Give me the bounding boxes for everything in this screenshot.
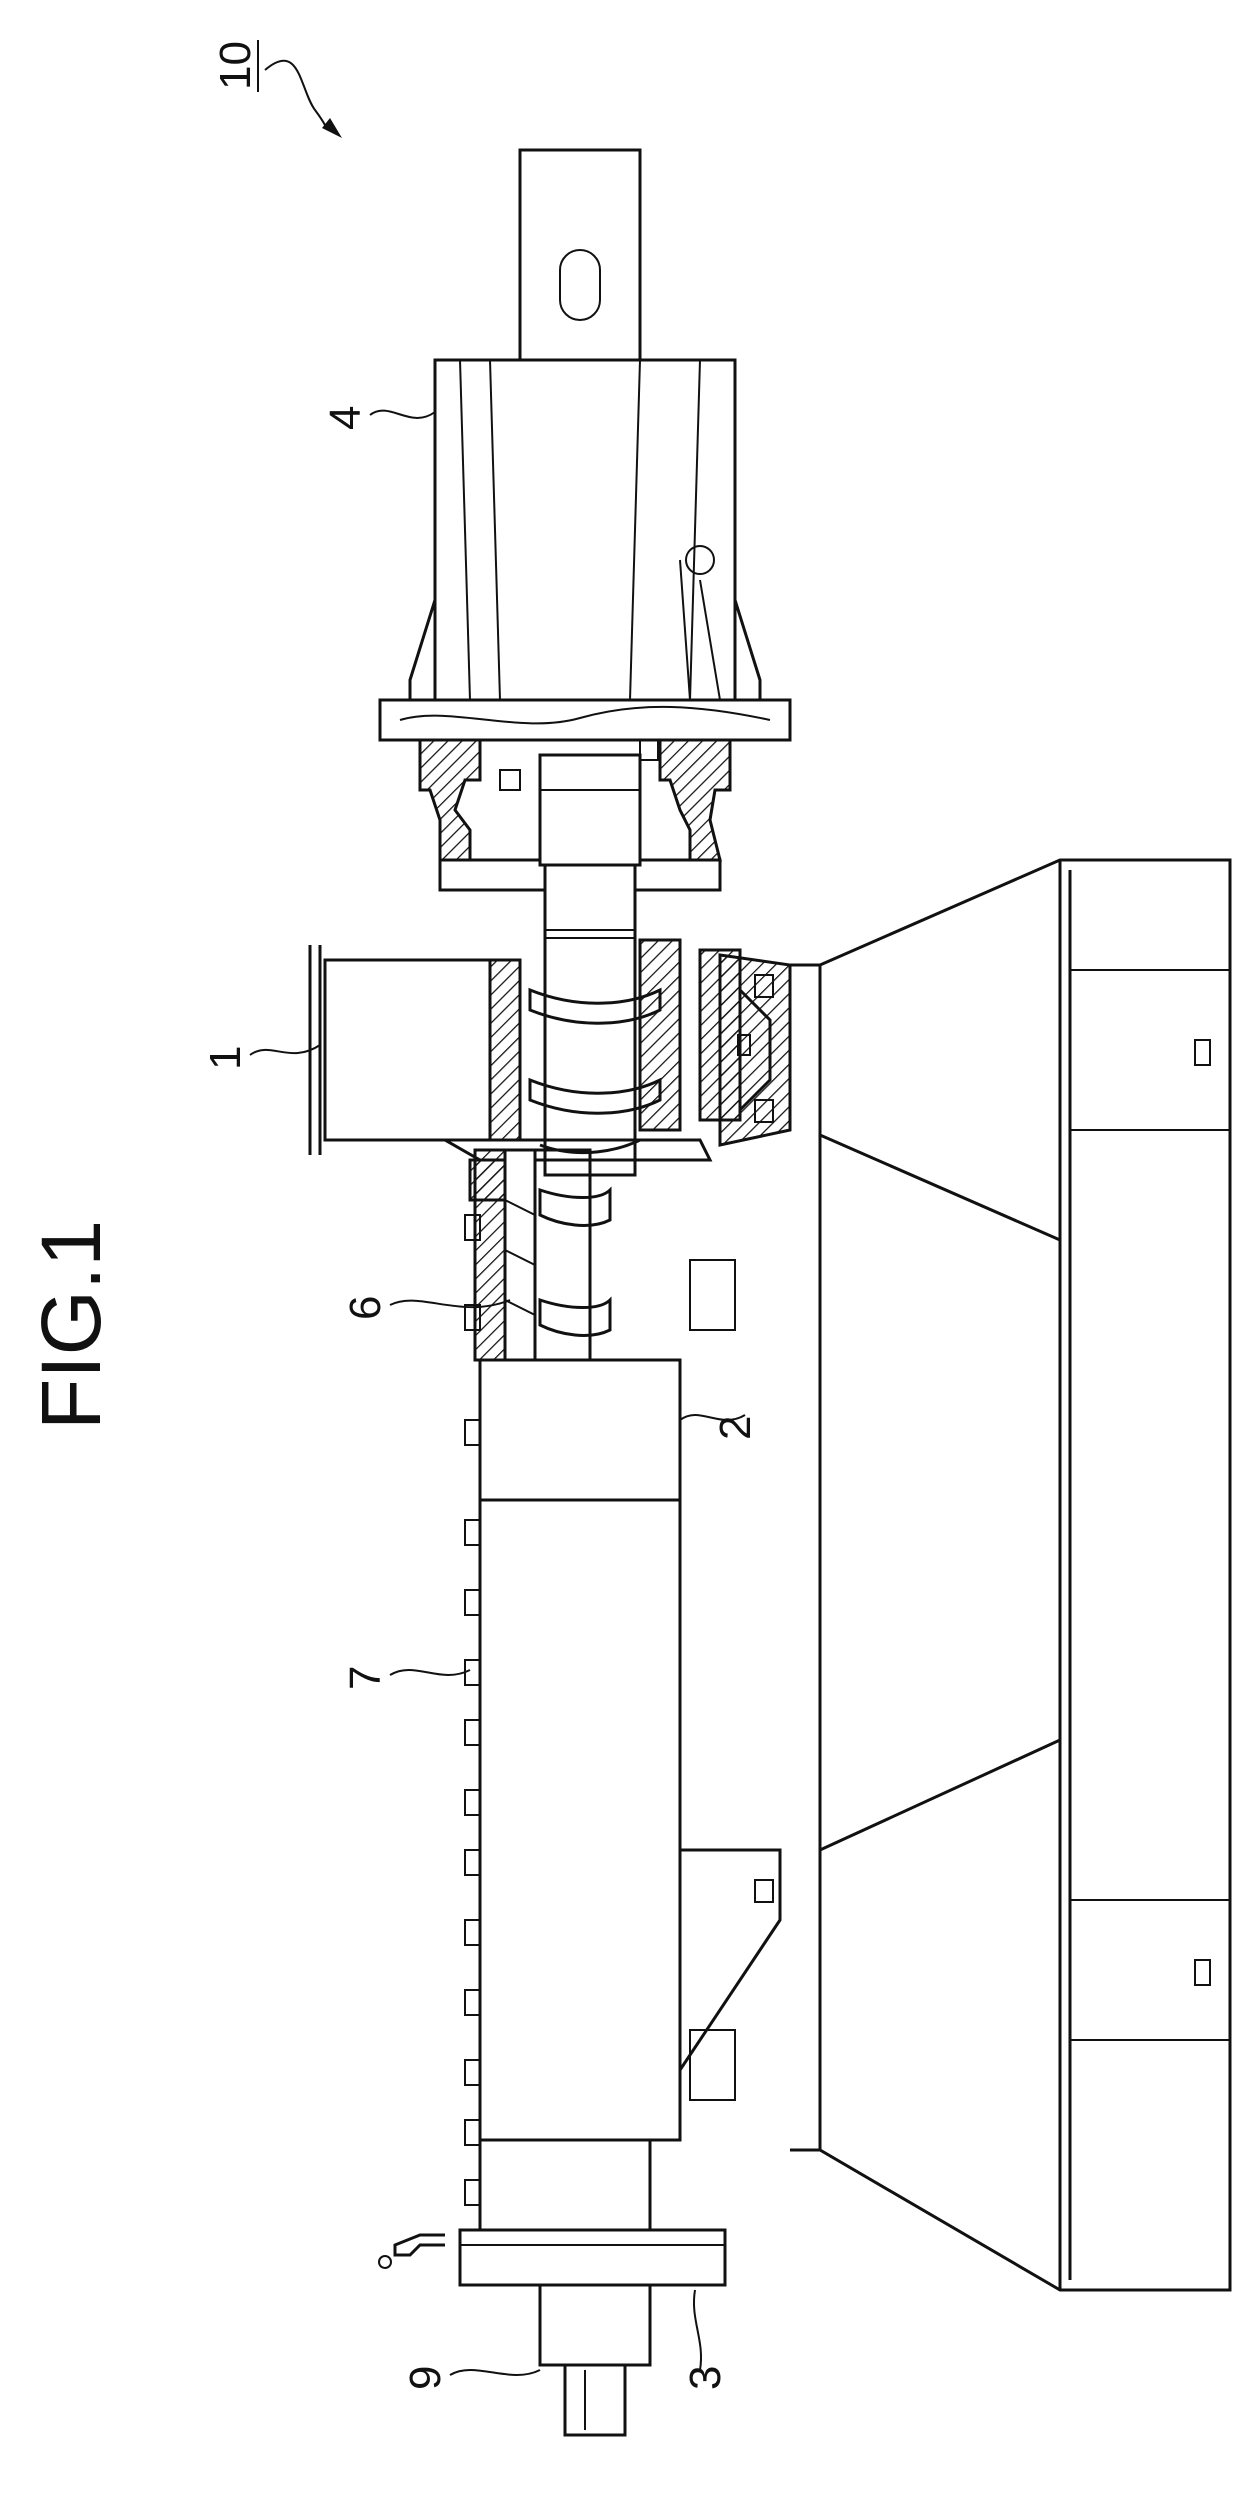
drive-motor-4 [380,360,790,740]
callout-3: 3 [681,2290,730,2390]
hopper-support [720,955,790,1145]
callout-7: 7 [341,1666,470,1690]
callout-1: 1 [201,1045,320,1070]
callout-leader-4 [370,411,435,418]
callout-leader-9 [450,2370,540,2375]
callout-label-7: 7 [341,1666,390,1690]
assembly-arrowhead-icon [322,118,342,138]
dewatering-section-6 [465,1150,610,1370]
callout-label-9: 9 [401,2366,450,2390]
callout-label-4: 4 [321,406,370,430]
callout-4: 4 [321,406,435,430]
assembly-ref-leader [265,61,330,129]
assembly-callout: 10 [211,40,342,138]
feed-chute-1 [310,945,520,1155]
base-frame [790,860,1230,2290]
discharge-drive-9 [540,2285,650,2435]
callout-label-3: 3 [681,2366,730,2390]
callout-9: 9 [401,2366,540,2390]
callout-label-6: 6 [341,1296,390,1320]
assembly-ref-label: 10 [211,41,260,90]
outlet-plate-3 [379,2230,725,2285]
callout-label-1: 1 [201,1046,250,1070]
callout-2: 2 [680,1415,760,1440]
motor-shaft [520,150,640,360]
figure-title: FIG.1 [24,1220,118,1430]
end-section [465,2140,650,2230]
callout-leader-3 [694,2290,701,2370]
barrel-7 [465,1500,780,2145]
callout-leader-7 [390,1670,470,1675]
